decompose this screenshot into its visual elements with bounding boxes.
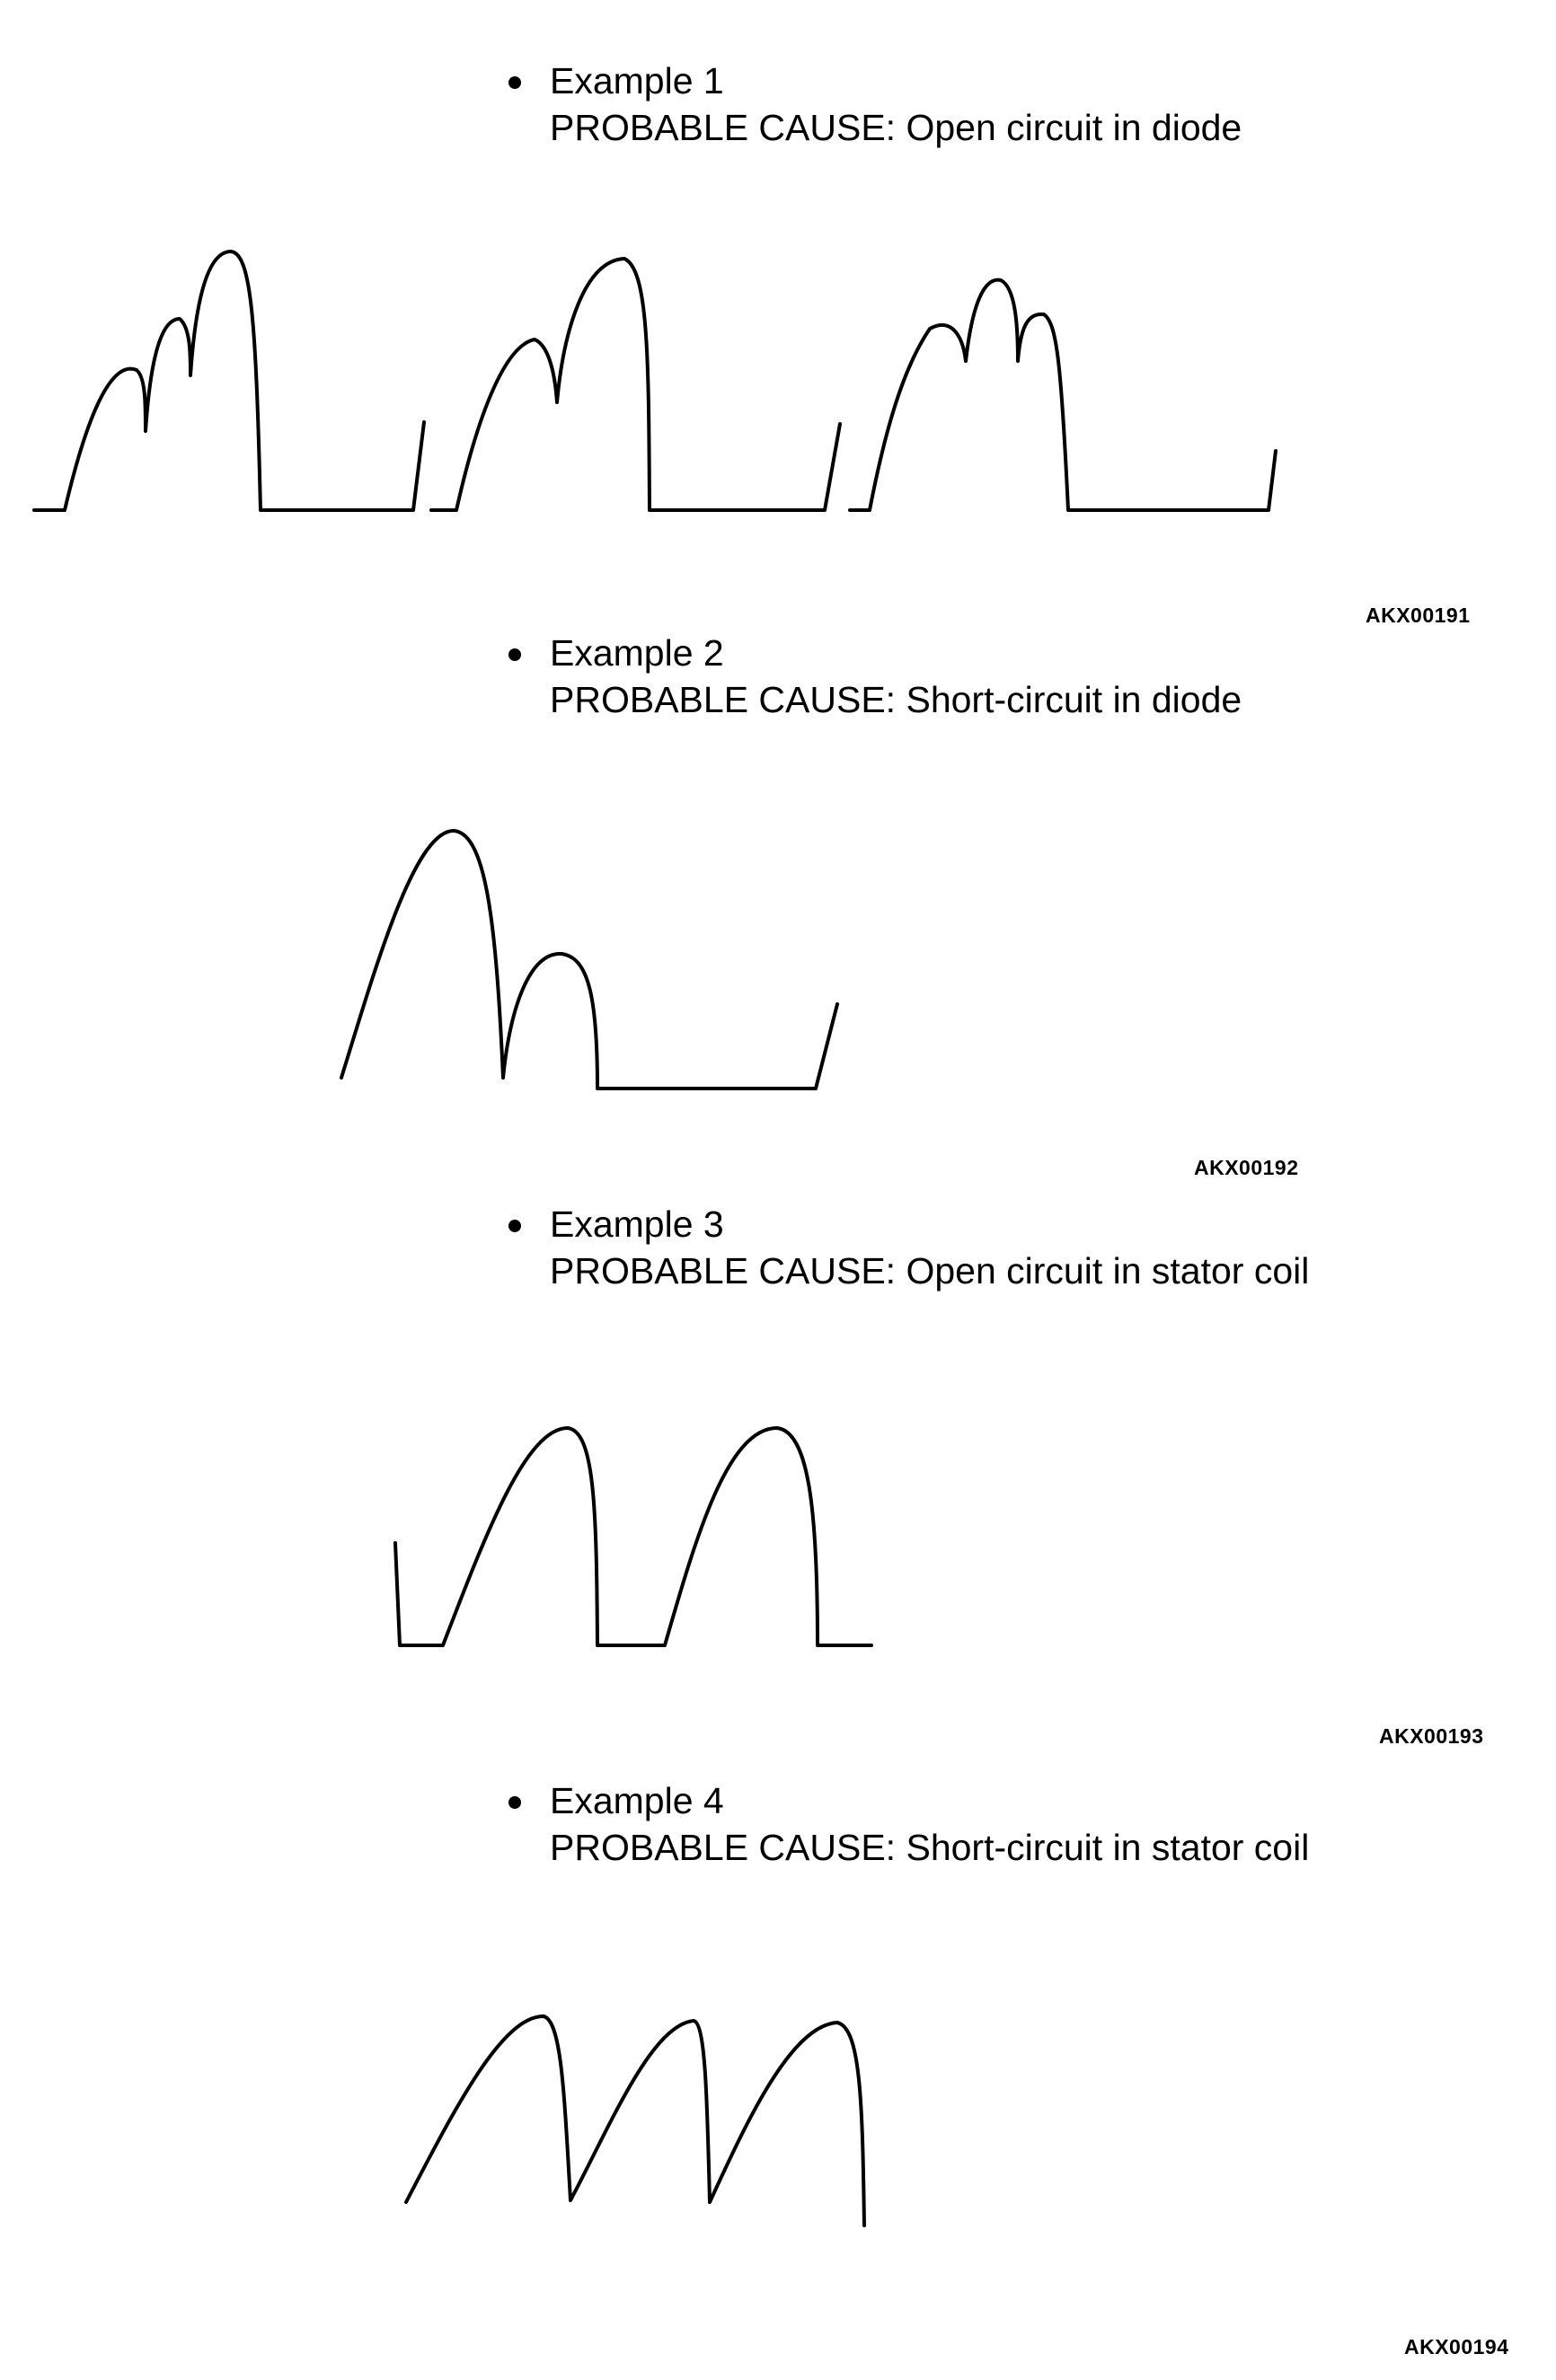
example-1-figure-code: AKX00191: [1366, 604, 1471, 627]
example-2-figure-code: AKX00192: [1194, 1156, 1299, 1179]
example-1-cause: PROBABLE CAUSE: Open circuit in diode: [550, 107, 1242, 148]
example-3-waveform: [393, 1426, 873, 1647]
bullet-example-4: [508, 1796, 521, 1809]
example-2-wave-segment-1: [340, 829, 839, 1090]
example-4-title: Example 4: [550, 1780, 724, 1821]
example-4-cause: PROBABLE CAUSE: Short-circuit in stator …: [550, 1827, 1310, 1868]
bullet-example-1: [508, 76, 521, 89]
example-3-wave-segment-1: [393, 1426, 873, 1647]
example-1-wave-segment-3: [848, 278, 1278, 512]
example-3-title: Example 3: [550, 1203, 724, 1245]
example-3-figure-code: AKX00193: [1379, 1724, 1484, 1748]
example-3-cause: PROBABLE CAUSE: Open circuit in stator c…: [550, 1250, 1310, 1291]
example-4-waveform: [404, 2014, 866, 2227]
example-2-title: Example 2: [550, 632, 724, 674]
example-4-figure-code: AKX00194: [1404, 2335, 1509, 2358]
example-1-wave-segment-1: [32, 250, 426, 512]
example-1-waveform: [32, 250, 1278, 512]
bullet-example-3: [508, 1220, 521, 1232]
example-1-wave-segment-2: [429, 257, 842, 512]
example-4-wave-segment-1: [404, 2014, 866, 2227]
example-2-cause: PROBABLE CAUSE: Short-circuit in diode: [550, 679, 1242, 720]
example-2-waveform: [340, 829, 839, 1090]
example-1-title: Example 1: [550, 60, 724, 101]
bullet-example-2: [508, 648, 521, 661]
